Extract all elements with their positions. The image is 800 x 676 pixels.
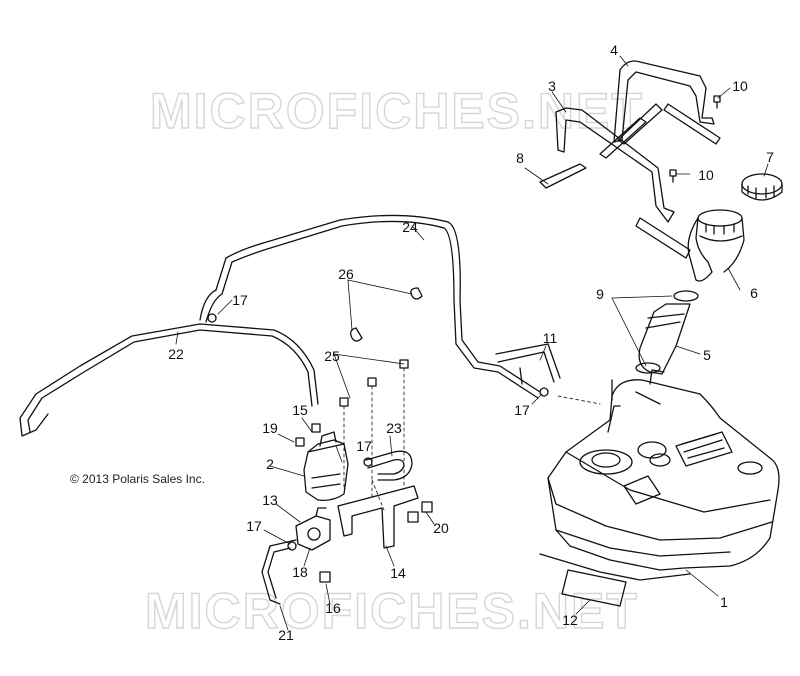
callout-16[interactable]: 16	[325, 600, 341, 616]
part-24-tube	[199, 214, 541, 399]
part-12-pad	[561, 569, 627, 607]
part-10-bolts	[669, 95, 721, 183]
callout-25[interactable]: 25	[324, 348, 340, 364]
part-2-canister	[303, 431, 349, 502]
callout-9[interactable]: 9	[596, 286, 604, 302]
callout-22[interactable]: 22	[168, 346, 184, 362]
copyright-notice: © 2013 Polaris Sales Inc.	[70, 472, 205, 486]
part-1-fuel-tank	[539, 369, 780, 581]
part-13-valve	[295, 507, 331, 551]
callout-21[interactable]: 21	[278, 627, 294, 643]
part-23-tube	[365, 450, 413, 481]
callout-11[interactable]: 11	[542, 330, 558, 346]
part-6-filler-neck	[687, 209, 745, 282]
callout-5[interactable]: 5	[703, 347, 711, 363]
assembly-lines	[343, 367, 601, 511]
callout-8[interactable]: 8	[516, 150, 524, 166]
watermark-top: MICROFICHES.NET	[149, 82, 644, 139]
callout-17-upper-left[interactable]: 17	[232, 292, 248, 308]
part-11-tube	[495, 343, 561, 385]
callout-12[interactable]: 12	[562, 612, 578, 628]
callout-7[interactable]: 7	[766, 149, 774, 165]
callout-3[interactable]: 3	[548, 78, 556, 94]
callout-18[interactable]: 18	[292, 564, 308, 580]
callout-24[interactable]: 24	[402, 219, 418, 235]
fittings	[207, 287, 549, 583]
callout-15[interactable]: 15	[292, 402, 308, 418]
callout-1[interactable]: 1	[720, 594, 728, 610]
callout-19[interactable]: 19	[262, 420, 278, 436]
part-3-strap	[555, 107, 675, 223]
callout-17-mid[interactable]: 17	[356, 438, 372, 454]
part-7-cap	[741, 173, 783, 201]
callout-2[interactable]: 2	[266, 456, 274, 472]
part-21-hose	[261, 539, 297, 605]
callout-10-top[interactable]: 10	[732, 78, 748, 94]
watermark-bottom: MICROFICHES.NET	[144, 582, 639, 639]
part-4-strap	[613, 60, 715, 143]
callout-17-right[interactable]: 17	[514, 402, 530, 418]
part-5-hose	[635, 290, 699, 375]
callout-6[interactable]: 6	[750, 285, 758, 301]
callout-17-lower[interactable]: 17	[246, 518, 262, 534]
callout-23[interactable]: 23	[386, 420, 402, 436]
callout-10-lower[interactable]: 10	[698, 167, 714, 183]
part-8-pad	[539, 103, 721, 259]
leader-lines	[175, 55, 769, 631]
callout-4[interactable]: 4	[610, 42, 618, 58]
callout-14[interactable]: 14	[390, 565, 406, 581]
part-22-tube	[19, 323, 319, 437]
callout-26[interactable]: 26	[338, 266, 354, 282]
part-14-bracket	[337, 485, 419, 549]
callout-13[interactable]: 13	[262, 492, 278, 508]
callout-20[interactable]: 20	[433, 520, 449, 536]
